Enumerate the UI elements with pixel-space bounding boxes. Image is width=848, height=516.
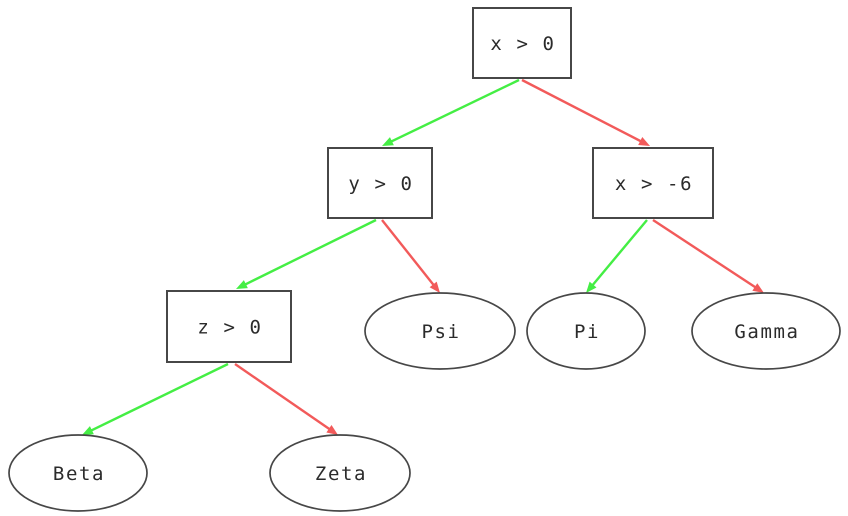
edge-line-true — [590, 219, 648, 287]
edges-layer — [82, 78, 764, 435]
node-label-gamma: Gamma — [734, 321, 799, 343]
node-zeta[interactable]: Zeta — [269, 434, 411, 512]
node-x-gt-neg6[interactable]: x > -6 — [592, 147, 714, 219]
node-label-y-gt-0: y > 0 — [348, 173, 413, 195]
edge-arrowhead-false — [638, 136, 650, 146]
edge-line-true — [243, 218, 377, 287]
node-z-gt-0[interactable]: z > 0 — [166, 290, 292, 363]
edge-root-to-x-gt-neg6 — [521, 78, 650, 146]
edge-line-false — [521, 78, 643, 143]
edge-root-to-y-gt-0 — [382, 78, 520, 146]
node-shape-ellipse-gamma[interactable] — [691, 292, 841, 370]
node-shape-rect-x-gt-neg6[interactable] — [592, 147, 714, 219]
edge-arrowhead-true — [586, 281, 597, 293]
edge-arrowhead-true — [382, 137, 394, 146]
node-y-gt-0[interactable]: y > 0 — [327, 147, 433, 219]
edge-x-gt-neg6-to-gamma — [652, 218, 764, 293]
node-shape-ellipse-pi[interactable] — [526, 292, 646, 370]
node-shape-ellipse-beta[interactable] — [8, 434, 148, 512]
node-label-x-gt-neg6: x > -6 — [615, 173, 693, 195]
edge-y-gt-0-to-psi — [381, 219, 440, 293]
edge-line-false — [652, 218, 758, 290]
node-shape-ellipse-psi[interactable] — [364, 292, 516, 370]
node-label-root: x > 0 — [490, 33, 555, 55]
node-beta[interactable]: Beta — [8, 434, 148, 512]
edge-arrowhead-false — [326, 425, 338, 435]
edge-arrowhead-false — [429, 281, 440, 293]
edge-arrowhead-true — [236, 280, 248, 289]
node-shape-ellipse-zeta[interactable] — [269, 434, 411, 512]
edge-x-gt-neg6-to-pi — [586, 219, 648, 293]
edge-arrowhead-true — [82, 426, 94, 435]
node-label-zeta: Zeta — [315, 463, 367, 485]
node-shape-rect-root[interactable] — [472, 7, 572, 79]
edge-line-false — [234, 363, 332, 431]
edge-line-true — [89, 362, 229, 433]
node-shape-rect-y-gt-0[interactable] — [327, 147, 433, 219]
node-label-beta: Beta — [53, 463, 105, 485]
node-psi[interactable]: Psi — [364, 292, 516, 370]
edge-line-true — [389, 78, 520, 144]
node-shape-rect-z-gt-0[interactable] — [166, 290, 292, 363]
node-label-pi: Pi — [574, 321, 600, 343]
node-pi[interactable]: Pi — [526, 292, 646, 370]
node-label-psi: Psi — [421, 321, 460, 343]
edge-z-gt-0-to-beta — [82, 362, 229, 435]
edge-y-gt-0-to-z-gt-0 — [236, 218, 377, 289]
edge-z-gt-0-to-zeta — [234, 363, 338, 435]
edge-arrowhead-false — [752, 283, 764, 293]
node-gamma[interactable]: Gamma — [691, 292, 841, 370]
node-label-z-gt-0: z > 0 — [197, 317, 262, 339]
edge-line-false — [381, 219, 436, 287]
node-root[interactable]: x > 0 — [472, 7, 572, 79]
